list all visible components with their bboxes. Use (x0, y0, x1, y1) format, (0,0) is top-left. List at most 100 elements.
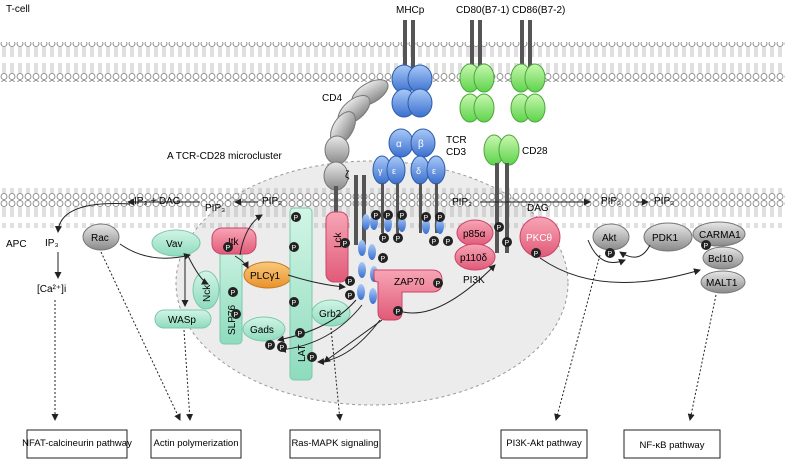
tcr-label: TCR (446, 135, 467, 146)
lat-label: LAT (297, 344, 308, 362)
cd28-label: CD28 (522, 146, 548, 157)
svg-text:P: P (294, 215, 299, 222)
pi3k-label: PI3K (463, 275, 485, 286)
svg-text:P: P (348, 293, 353, 300)
microcluster-label: A TCR-CD28 microcluster (167, 151, 283, 162)
nfkb-pathway-label: NF-κB pathway (640, 440, 705, 451)
svg-text:P: P (396, 236, 401, 243)
itk-node (211, 227, 257, 255)
svg-text:P: P (226, 245, 231, 252)
rac-label: Rac (91, 233, 109, 244)
cd86-label: CD86(B7-2) (512, 5, 565, 16)
plcg1-label: PLCγ1 (250, 271, 280, 282)
carma1-label: CARMA1 (699, 230, 741, 241)
nck-node (192, 270, 220, 310)
pi3k-akt-pathway-label: PI3K-Akt pathway (506, 438, 582, 449)
dag-label: DAG (527, 203, 549, 214)
pathway-actin: Actin polymerization (150, 429, 242, 459)
apc-label: APC (6, 239, 27, 250)
pathway-nfkb: NF-κB pathway (623, 429, 721, 459)
phosphorylation-markers: P P P P P P P P P P P P P P P P P P P P … (223, 210, 711, 362)
svg-text:P: P (438, 215, 443, 222)
ras-pathway-label: Ras-MAPK signaling (291, 438, 378, 449)
cd28-complex: CD28 (483, 134, 548, 253)
svg-text:P: P (424, 215, 429, 222)
bcl10-node (702, 246, 744, 270)
svg-text:P: P (446, 239, 451, 246)
svg-text:P: P (386, 213, 391, 220)
grb2-label: Grb2 (319, 309, 342, 320)
t-cell-label: T-cell (6, 4, 30, 15)
svg-text:P: P (292, 245, 297, 252)
ip3-label: IP₃ (45, 238, 59, 249)
svg-text:P: P (374, 213, 379, 220)
lck-label: Lck (333, 231, 344, 248)
svg-text:P: P (292, 300, 297, 307)
svg-text:P: P (231, 290, 236, 297)
mhcp-complex: MHCp (391, 5, 433, 118)
malt1-label: MALT1 (706, 278, 738, 289)
svg-text:P: P (382, 236, 387, 243)
zeta-label: ζ (345, 170, 350, 181)
svg-text:P: P (534, 251, 539, 258)
svg-text:P: P (432, 239, 437, 246)
pip3-label-3: PIP₃ (654, 196, 674, 207)
actin-pathway-label: Actin polymerization (153, 438, 238, 449)
pkctheta-label: PKCθ (526, 233, 553, 244)
cd4-coreceptor: CD4 (322, 79, 389, 226)
svg-text:P: P (381, 256, 386, 263)
zap70-node (373, 269, 443, 321)
svg-text:P: P (310, 355, 315, 362)
rac-node (82, 223, 120, 251)
pip3-label-2: PIP₃ (601, 196, 621, 207)
svg-text:P: P (436, 281, 441, 288)
cd3-label: CD3 (446, 147, 466, 158)
cd80-label: CD80(B7-1) (456, 5, 509, 16)
p85a-label: p85α (463, 229, 486, 240)
pathway-nfat: NFAT-calcineurin pathway (22, 429, 132, 459)
pathway-ras: Ras-MAPK signaling (289, 429, 381, 459)
svg-text:P: P (608, 251, 613, 258)
pathway-pi3k-akt: PI3K-Akt pathway (500, 429, 588, 459)
svg-text:P: P (280, 345, 285, 352)
wasp-node (154, 309, 212, 329)
alpha-label: α (396, 139, 402, 150)
gads-node (242, 316, 286, 342)
pip2-label-1: PIP₂ (262, 196, 282, 207)
p110d-node (454, 243, 496, 271)
apc-membrane (0, 188, 785, 228)
svg-text:P: P (348, 279, 353, 286)
vav-node (151, 229, 201, 257)
pkctheta-node (519, 216, 561, 258)
bcl10-label: Bcl10 (708, 254, 733, 265)
svg-text:P: P (497, 225, 502, 232)
beta-label: β (418, 139, 424, 150)
malt1-node (700, 270, 746, 294)
cd86-complex: CD86(B7-2) (510, 5, 565, 123)
svg-text:P: P (234, 312, 239, 319)
vav-label: Vav (166, 239, 183, 250)
pdk1-label: PDK1 (652, 233, 679, 244)
zap70-label: ZAP70 (394, 277, 425, 288)
delta-label: δ (416, 166, 421, 176)
cd4-label: CD4 (322, 93, 342, 104)
tcr-cd3-complex: α β γ ε δ ε TCR CD3 ζ (345, 128, 467, 304)
svg-text:P: P (704, 243, 709, 250)
pip3-label-1: PIP₃ (205, 203, 225, 214)
calcium-label: [Ca²⁺]i (37, 284, 66, 295)
gads-label: Gads (250, 325, 274, 336)
itk-label: Itk (228, 237, 240, 248)
pip2-label-2: PIP₂ (452, 197, 472, 208)
nfat-pathway-label: NFAT-calcineurin pathway (22, 438, 132, 449)
svg-text:P: P (343, 241, 348, 248)
pdk1-node (643, 222, 693, 252)
wasp-label: WASp (168, 315, 196, 326)
svg-text:P: P (396, 309, 401, 316)
grb2-node (311, 299, 351, 327)
epsilon-label-1: ε (392, 166, 396, 176)
akt-label: Akt (602, 233, 617, 244)
gamma-label: γ (378, 166, 383, 176)
p110d-label: p110δ (460, 253, 488, 264)
svg-text:P: P (298, 331, 303, 338)
